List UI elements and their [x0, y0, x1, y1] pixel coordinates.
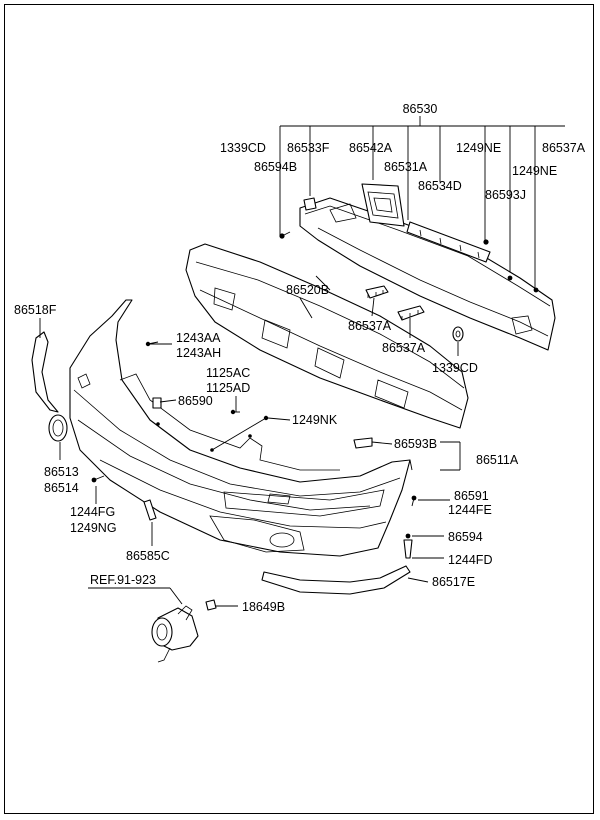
label-1243AA: 1243AA: [176, 331, 221, 345]
label-86591: 86591: [454, 489, 489, 503]
leader-tree-86530: [279, 116, 565, 288]
fasteners: [91, 341, 417, 611]
label-86514: 86514: [44, 481, 79, 495]
label-86594: 86594: [448, 530, 483, 544]
label-86513: 86513: [44, 465, 79, 479]
energy-absorber-86520B: [185, 243, 469, 429]
label-1125AC: 1125AC: [206, 366, 250, 380]
beam-screws: [279, 231, 539, 293]
label-1244FD: 1244FD: [448, 553, 492, 567]
strip-86534D: [406, 221, 491, 263]
label-86533F: 86533F: [287, 141, 330, 155]
label-86594B: 86594B: [254, 160, 297, 174]
label-86534D: 86534D: [418, 179, 462, 193]
label-1249NK: 1249NK: [292, 413, 338, 427]
label-86593J: 86593J: [485, 188, 526, 202]
label-86590: 86590: [178, 394, 213, 408]
label-86585C: 86585C: [126, 549, 170, 563]
labels: 86530 1339CD 86533F 86542A 1249NE 86537A…: [14, 102, 586, 614]
brackets-86537A: [365, 285, 425, 321]
label-86537A-b: 86537A: [348, 319, 392, 333]
fog-lamp-assembly: [151, 605, 199, 663]
label-86520B: 86520B: [286, 283, 329, 297]
label-1249NG: 1249NG: [70, 521, 117, 535]
label-1339CD-b: 1339CD: [432, 361, 478, 375]
piece-86585C: [143, 499, 157, 521]
label-1249NE-2: 1249NE: [512, 164, 557, 178]
label-18649B: 18649B: [242, 600, 285, 614]
label-86511A: 86511A: [476, 453, 519, 467]
diagram-frame: [4, 4, 594, 814]
clip-86533F: [303, 197, 317, 211]
bumper-cover-86511A: [69, 299, 411, 557]
label-86518F: 86518F: [14, 303, 57, 317]
label-1339CD: 1339CD: [220, 141, 266, 155]
label-86530: 86530: [403, 102, 438, 116]
label-1244FG: 1244FG: [70, 505, 115, 519]
label-86537A-c: 86537A: [382, 341, 426, 355]
label-1243AH: 1243AH: [176, 346, 221, 360]
molding-86517E: [261, 565, 411, 595]
label-86531A: 86531A: [384, 160, 428, 174]
nut-1339CD: [452, 326, 464, 342]
side-molding-86518F: [31, 331, 59, 413]
label-86517E: 86517E: [432, 575, 475, 589]
label-86542A: 86542A: [349, 141, 393, 155]
fog-ring-86513: [48, 414, 68, 442]
leaders: [39, 275, 461, 607]
label-86593B: 86593B: [394, 437, 437, 451]
license-bracket-86542A: [361, 183, 405, 227]
label-86537A: 86537A: [542, 141, 586, 155]
label-1249NE: 1249NE: [456, 141, 501, 155]
label-1125AD: 1125AD: [206, 381, 250, 395]
label-ref-91-923: REF.91-923: [90, 573, 156, 587]
label-1244FE: 1244FE: [448, 503, 492, 517]
